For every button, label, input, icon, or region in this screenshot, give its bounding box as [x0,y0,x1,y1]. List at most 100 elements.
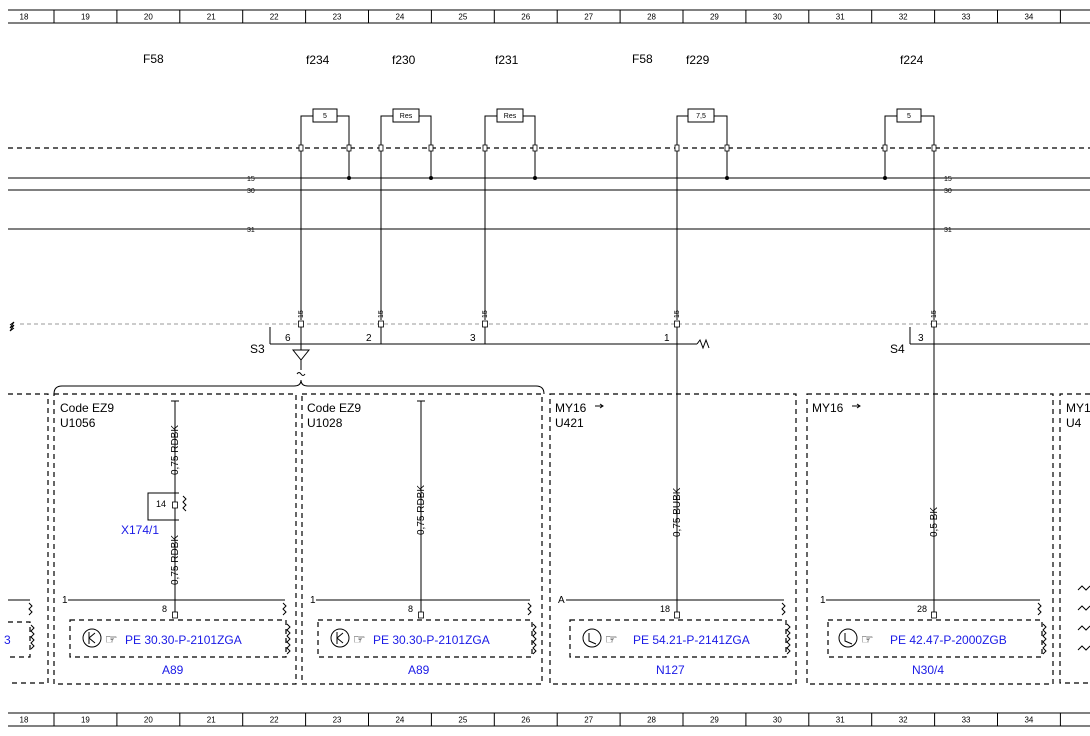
component-a89-1-ref-link[interactable]: PE 30.30-P-2101ZGA [125,633,242,647]
component-n127-name-link[interactable]: N127 [656,663,685,677]
partial-component-left: 3 [4,599,35,658]
component-a89-2-name-link[interactable]: A89 [408,663,430,677]
partial-component-right [1077,585,1090,651]
svg-text:14: 14 [156,499,166,509]
ruler-column-label: 19 [81,13,90,22]
svg-text:S4: S4 [890,342,905,356]
svg-text:1: 1 [820,595,826,606]
ruler-column-label: 20 [144,13,153,22]
ruler-column-label: 32 [899,716,908,725]
fuse-name-f230: f230 [392,53,416,67]
svg-text:U1056: U1056 [60,416,96,430]
component-a89-1-name-link[interactable]: A89 [162,663,184,677]
connector-x174-1-link[interactable]: X174/1 [121,523,159,537]
svg-text:U1028: U1028 [307,416,343,430]
ruler-column-label: 21 [207,716,216,725]
pointing-hand-icon: ☞ [105,631,118,647]
pin-15-markers: 15 15 15 15 15 [298,310,938,328]
pointing-hand-icon: ☞ [861,631,874,647]
component-n30-4-ref-link[interactable]: PE 42.47-P-2000ZGB [890,633,1007,647]
svg-text:0,75 BUBK: 0,75 BUBK [672,487,683,537]
svg-text:15: 15 [298,310,305,318]
ruler-column-label: 34 [1024,716,1033,725]
svg-text:3: 3 [4,633,11,647]
svg-text:8: 8 [162,604,167,614]
fuse-box-label-left: F58 [143,52,164,66]
ruler-column-label: 25 [458,13,467,22]
svg-text:MY16: MY16 [812,401,844,415]
svg-text:8: 8 [408,604,413,614]
module-1-wiring: 0,75 RDBK 14 0,75 RDBK [147,400,187,612]
ruler-column-label: 24 [395,13,404,22]
splice-s3: S3 6 2 3 1 [250,327,710,376]
module-labels: Code EZ9 U1056 Code EZ9 U1028 MY16 U421 … [60,401,1090,430]
svg-text:U4: U4 [1066,416,1082,430]
svg-text:S3: S3 [250,342,265,356]
ruler-column-label: 23 [333,716,342,725]
fuse-name-f224: f224 [900,53,924,67]
ruler-column-label: 18 [20,716,29,725]
ruler-column-label: 33 [962,716,971,725]
fuse-f231: Res [484,108,536,148]
fuse-f224: 5 [884,108,935,148]
component-n127-ref-link[interactable]: PE 54.21-P-2141ZGA [633,633,750,647]
svg-text:6: 6 [285,333,291,344]
svg-text:5: 5 [323,113,327,120]
ruler-column-label: 23 [333,13,342,22]
svg-text:15: 15 [378,310,385,318]
svg-text:A: A [558,595,565,606]
fuse-name-f231: f231 [495,53,519,67]
svg-text:1: 1 [62,595,68,606]
module-boxes [8,393,1090,685]
fuse-f229: 7,5 [676,108,728,148]
ruler-column-label: 24 [395,716,404,725]
svg-text:15: 15 [931,310,938,318]
fuse-feeds [347,151,887,180]
svg-text:Res: Res [400,113,413,120]
fuse-f234: 5 [300,108,350,148]
ruler-column-label: 22 [270,13,279,22]
svg-text:5: 5 [907,113,911,120]
svg-text:MY16: MY16 [555,401,587,415]
svg-text:U421: U421 [555,416,584,430]
svg-text:31: 31 [247,227,255,234]
transistor-icon [82,628,102,648]
ruler-column-label: 25 [458,716,467,725]
component-n30-4: 1 28 ☞ [820,595,1047,658]
svg-text:18: 18 [660,604,670,614]
svg-text:1: 1 [310,595,316,606]
component-n127: A 18 ☞ [558,595,791,658]
bus-rails: 15 30 31 15 30 31 [8,176,1090,234]
fuse-outputs [300,151,935,320]
ruler-column-label: 27 [584,716,593,725]
svg-text:0,75 RDBK: 0,75 RDBK [170,425,181,475]
svg-text:0,5 BK: 0,5 BK [929,507,940,537]
svg-text:15: 15 [247,176,255,183]
module-2-wiring: 0,75 RDBK [416,400,427,612]
ruler-column-label: 31 [836,13,845,22]
svg-text:31: 31 [944,227,952,234]
component-n30-4-name-link[interactable]: N30/4 [912,663,944,677]
svg-text:0,75 RDBK: 0,75 RDBK [170,535,181,585]
ruler-column-label: 29 [710,13,719,22]
svg-text:30: 30 [247,188,255,195]
ruler-column-label: 22 [270,716,279,725]
ruler-column-label: 19 [81,716,90,725]
svg-text:Code EZ9: Code EZ9 [307,401,361,415]
component-a89-2: 1 8 ☞ [310,595,537,658]
ruler-column-label: 28 [647,716,656,725]
ruler-column-label: 28 [647,13,656,22]
splice-s4: S4 3 [890,327,1090,356]
svg-text:MY16: MY16 [1066,401,1090,415]
svg-text:28: 28 [917,604,927,614]
ruler-column-label: 20 [144,716,153,725]
fuse-f230: Res [380,108,432,148]
svg-text:7,5: 7,5 [696,113,706,120]
fuse-box-label-right: F58 [632,52,653,66]
ruler-column-label: 29 [710,716,719,725]
ruler-column-label: 26 [521,13,530,22]
component-a89-2-ref-link[interactable]: PE 30.30-P-2101ZGA [373,633,490,647]
fuse-name-f229: f229 [686,53,710,67]
pointing-hand-icon: ☞ [605,631,618,647]
svg-text:2: 2 [366,333,372,344]
